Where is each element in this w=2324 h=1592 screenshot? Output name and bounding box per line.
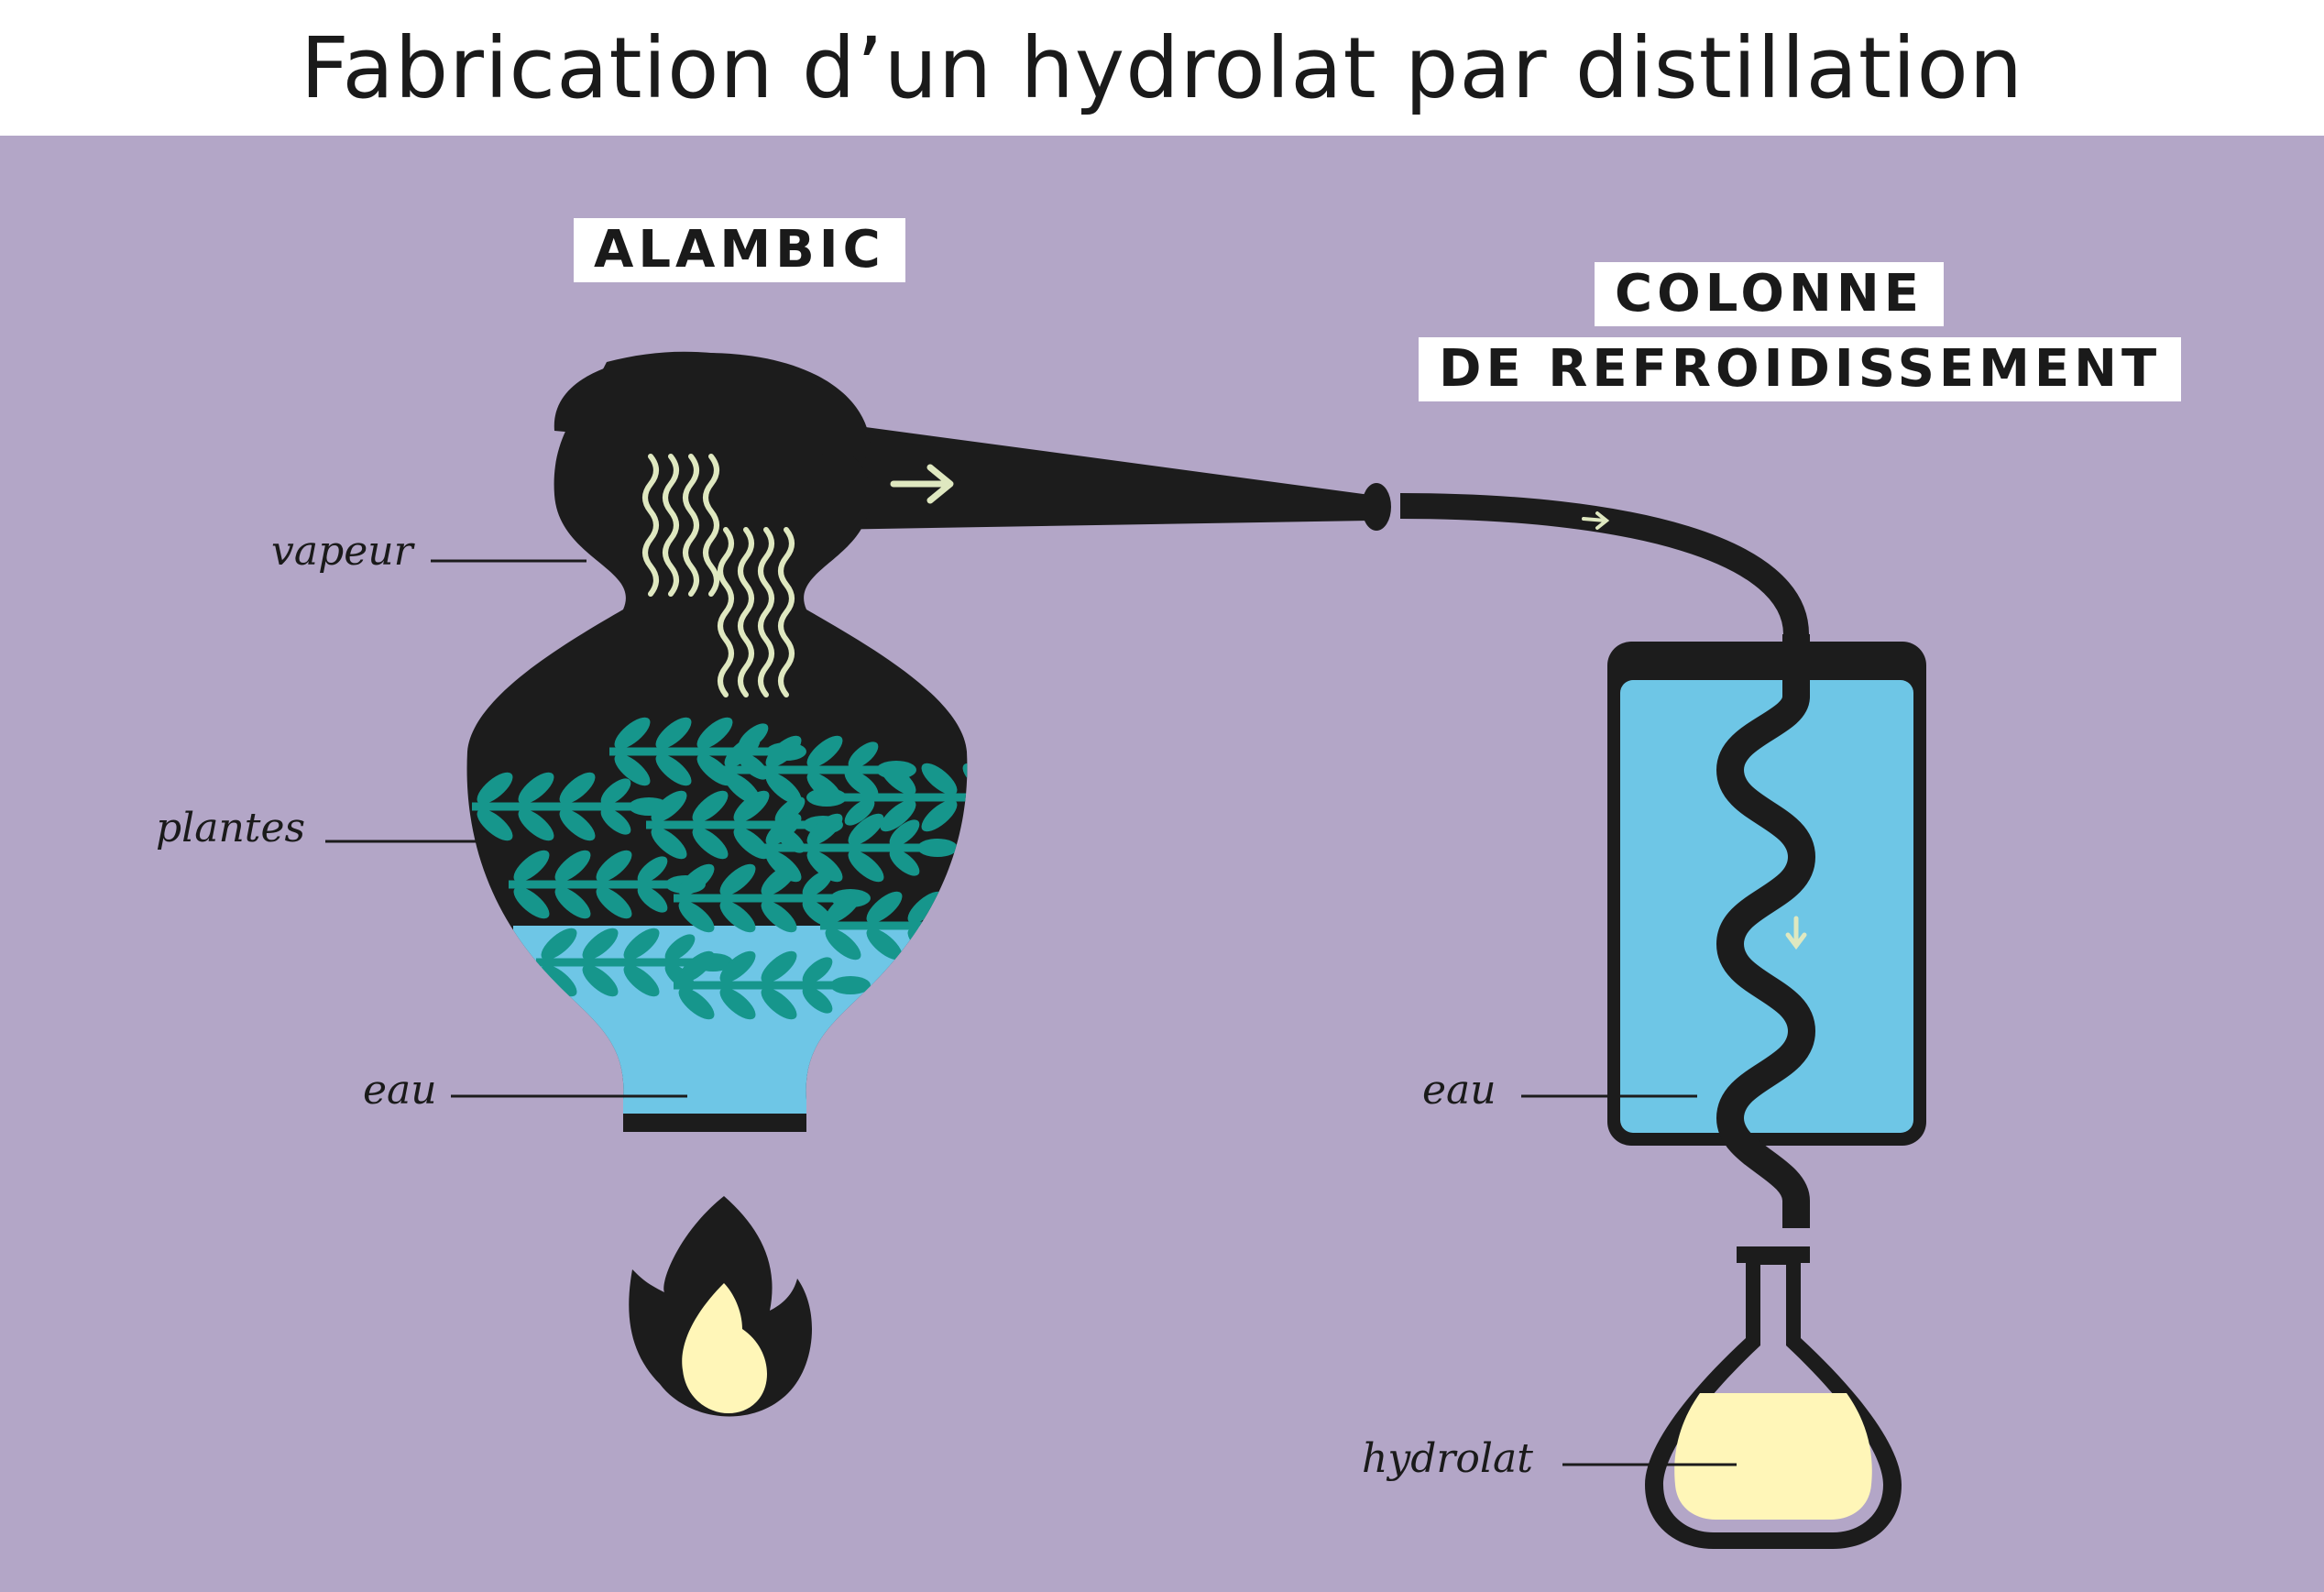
distillation-diagram [325, 351, 1926, 1549]
flame-icon [629, 1196, 813, 1417]
label-hydrolat: hydrolat [1362, 1435, 1533, 1482]
arrow-right-icon [890, 464, 954, 504]
spout-end-ring [1362, 483, 1391, 531]
arrow-right-icon [1582, 511, 1610, 530]
alambic-water [513, 926, 935, 1114]
steam-wave-icon [642, 454, 795, 697]
leader-lines [325, 559, 1737, 1466]
alambic-spout [825, 422, 1370, 530]
colonne-heading-line1: COLONNE [1595, 262, 1944, 326]
connecting-tube [1399, 493, 1809, 635]
arrow-down-icon [1785, 916, 1807, 950]
collecting-flask [1645, 1246, 1902, 1549]
alambic-heading: ALAMBIC [574, 218, 905, 282]
diagram-canvas: ALAMBIC COLONNE DE REFROIDISSEMENT vapeu… [0, 136, 2324, 1592]
label-plantes: plantes [156, 805, 306, 851]
serpentine-coil [1716, 634, 1816, 1228]
alambic [466, 351, 1391, 1132]
alambic-lid [554, 353, 872, 458]
label-vapeur: vapeur [271, 528, 413, 575]
hydrolat-liquid [1674, 1393, 1872, 1520]
cooling-column [1607, 634, 1926, 1228]
colonne-heading-line2: DE REFROIDISSEMENT [1419, 337, 2182, 401]
label-eau-alambic: eau [363, 1067, 437, 1114]
label-eau-colonne: eau [1422, 1067, 1496, 1114]
page-title: Fabrication d’un hydrolat par distillati… [0, 0, 2324, 136]
